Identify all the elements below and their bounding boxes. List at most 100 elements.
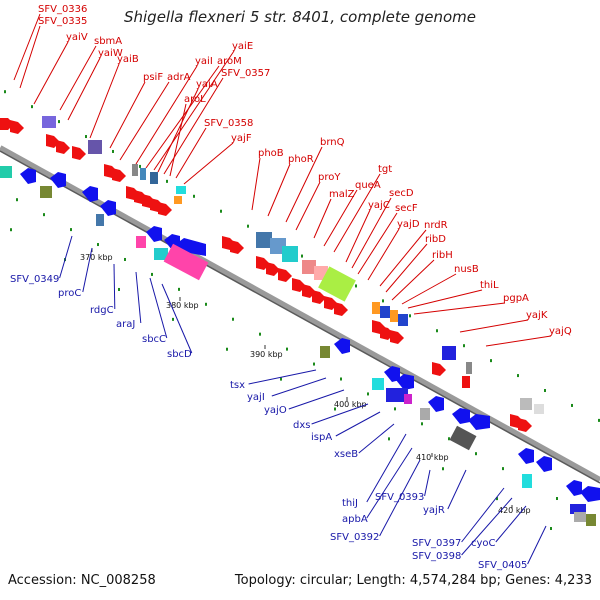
reverse-gene-label[interactable]: SFV_0405 bbox=[478, 560, 527, 571]
gene-arrow[interactable] bbox=[518, 448, 534, 464]
gene-arrow[interactable] bbox=[82, 186, 98, 202]
gene-arrow[interactable] bbox=[266, 262, 280, 276]
forward-gene-label[interactable]: ribD bbox=[425, 234, 446, 245]
gene-arrow[interactable] bbox=[50, 172, 66, 188]
reverse-gene-label[interactable]: ispA bbox=[311, 432, 332, 443]
forward-gene-label[interactable]: yaiI bbox=[195, 56, 213, 67]
reverse-gene-label[interactable]: cyoC bbox=[471, 538, 496, 549]
forward-gene-label[interactable]: phoB bbox=[258, 148, 284, 159]
reverse-gene-label[interactable]: dxs bbox=[293, 420, 310, 431]
gene-arrow[interactable] bbox=[312, 290, 326, 304]
gene-box[interactable] bbox=[586, 514, 596, 526]
gene-box[interactable] bbox=[176, 186, 186, 194]
forward-gene-label[interactable]: yajD bbox=[397, 219, 420, 230]
reverse-gene-label[interactable]: SFV_0393 bbox=[375, 492, 424, 503]
forward-gene-label[interactable]: yaiW bbox=[98, 48, 123, 59]
gene-box[interactable] bbox=[140, 168, 146, 180]
forward-gene-label[interactable]: sbmA bbox=[94, 36, 122, 47]
forward-gene-label[interactable]: pgpA bbox=[503, 293, 529, 304]
forward-gene-label[interactable]: SFV_0336 bbox=[38, 4, 87, 15]
gene-box[interactable] bbox=[520, 398, 532, 410]
gene-arrow[interactable] bbox=[396, 374, 414, 390]
gene-arrow[interactable] bbox=[390, 330, 404, 344]
gene-arrow[interactable] bbox=[278, 268, 292, 282]
gene-box[interactable] bbox=[302, 260, 316, 274]
gene-arrow[interactable] bbox=[334, 338, 350, 354]
forward-gene-label[interactable]: yaiA bbox=[196, 79, 218, 90]
forward-gene-label[interactable]: aroM bbox=[217, 56, 242, 67]
gene-box[interactable] bbox=[320, 346, 330, 358]
forward-gene-label[interactable]: SFV_0335 bbox=[38, 16, 87, 27]
forward-gene-label[interactable]: nrdR bbox=[424, 220, 448, 231]
gene-arrow[interactable] bbox=[566, 480, 582, 496]
gene-arrow[interactable] bbox=[20, 168, 36, 184]
forward-gene-label[interactable]: psiF bbox=[143, 72, 163, 83]
forward-gene-label[interactable]: SFV_0358 bbox=[204, 118, 253, 129]
gene-box[interactable] bbox=[466, 362, 472, 374]
reverse-gene-label[interactable]: yajI bbox=[247, 392, 265, 403]
gene-box[interactable] bbox=[449, 425, 477, 451]
forward-gene-label[interactable]: phoR bbox=[288, 154, 314, 165]
gene-box[interactable] bbox=[574, 512, 586, 522]
forward-gene-label[interactable]: SFV_0357 bbox=[221, 68, 270, 79]
forward-gene-label[interactable]: yajK bbox=[526, 310, 548, 321]
forward-gene-label[interactable]: yajF bbox=[231, 133, 252, 144]
forward-gene-label[interactable]: yajQ bbox=[549, 326, 572, 337]
reverse-gene-label[interactable]: araJ bbox=[116, 319, 135, 330]
gene-arrow[interactable] bbox=[112, 168, 126, 182]
gene-arrow[interactable] bbox=[452, 408, 470, 424]
gene-box[interactable] bbox=[570, 504, 586, 514]
gene-box[interactable] bbox=[96, 214, 104, 226]
gene-box[interactable] bbox=[420, 408, 430, 420]
gene-box[interactable] bbox=[150, 172, 158, 184]
gene-arrow[interactable] bbox=[384, 366, 400, 382]
reverse-gene-label[interactable]: SFV_0392 bbox=[330, 532, 379, 543]
forward-gene-label[interactable]: yaiB bbox=[117, 54, 139, 65]
gene-arrow[interactable] bbox=[100, 200, 116, 216]
forward-gene-label[interactable]: secF bbox=[395, 203, 418, 214]
gene-box[interactable] bbox=[0, 166, 12, 178]
gene-box[interactable] bbox=[282, 246, 298, 262]
gene-box[interactable] bbox=[372, 302, 380, 314]
forward-gene-label[interactable]: ribH bbox=[432, 250, 453, 261]
reverse-gene-label[interactable]: yajO bbox=[264, 405, 287, 416]
forward-gene-label[interactable]: malZ bbox=[329, 189, 355, 200]
gene-box[interactable] bbox=[256, 232, 272, 248]
forward-gene-label[interactable]: thiL bbox=[480, 280, 499, 291]
gene-box[interactable] bbox=[390, 310, 398, 322]
gene-arrow[interactable] bbox=[10, 120, 24, 134]
gene-arrow[interactable] bbox=[158, 202, 172, 216]
forward-gene-label[interactable]: secD bbox=[389, 188, 414, 199]
gene-box[interactable] bbox=[372, 378, 384, 390]
forward-gene-label[interactable]: adrA bbox=[167, 72, 191, 83]
forward-gene-label[interactable]: yaiV bbox=[66, 32, 88, 43]
forward-gene-label[interactable]: proY bbox=[318, 172, 341, 183]
forward-gene-label[interactable]: tgt bbox=[378, 164, 392, 175]
gene-box[interactable] bbox=[174, 196, 182, 204]
forward-gene-label[interactable]: brnQ bbox=[320, 137, 345, 148]
gene-box[interactable] bbox=[136, 236, 146, 248]
forward-gene-label[interactable]: yajC bbox=[368, 200, 390, 211]
gene-arrow[interactable] bbox=[56, 140, 70, 154]
gene-box[interactable] bbox=[42, 116, 56, 128]
reverse-gene-label[interactable]: yajR bbox=[423, 505, 445, 516]
gene-box[interactable] bbox=[404, 394, 412, 404]
forward-gene-label[interactable]: queA bbox=[355, 180, 381, 191]
gene-box[interactable] bbox=[522, 474, 532, 488]
reverse-gene-label[interactable]: apbA bbox=[342, 514, 368, 525]
gene-arrow[interactable] bbox=[230, 240, 244, 254]
gene-arrow[interactable] bbox=[432, 362, 446, 376]
gene-arrow[interactable] bbox=[428, 396, 444, 412]
gene-box[interactable] bbox=[534, 404, 544, 414]
reverse-gene-label[interactable]: xseB bbox=[334, 449, 358, 460]
gene-arrow[interactable] bbox=[468, 414, 490, 430]
gene-arrow[interactable] bbox=[72, 146, 86, 160]
gene-arrow[interactable] bbox=[518, 418, 532, 432]
forward-gene-label[interactable]: aroL bbox=[184, 94, 206, 105]
reverse-gene-label[interactable]: sbcD bbox=[167, 349, 192, 360]
gene-box[interactable] bbox=[163, 243, 209, 281]
gene-box[interactable] bbox=[398, 314, 408, 326]
gene-box[interactable] bbox=[386, 388, 408, 402]
gene-box[interactable] bbox=[442, 346, 456, 360]
reverse-gene-label[interactable]: sbcC bbox=[142, 334, 166, 345]
